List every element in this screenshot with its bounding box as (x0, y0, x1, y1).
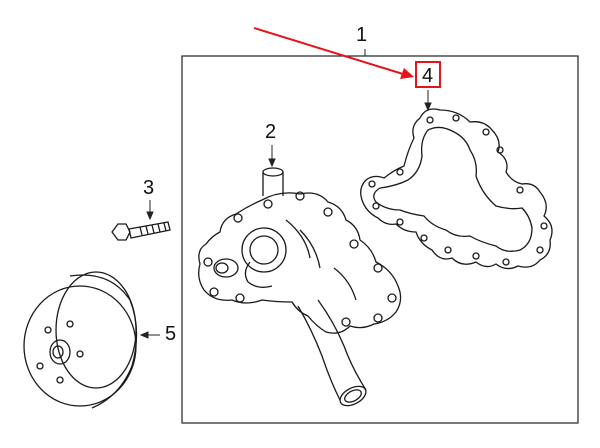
bolt-icon (111, 221, 171, 241)
callout-4: 4 (422, 65, 434, 87)
leader-2 (268, 145, 276, 168)
leader-3 (146, 200, 154, 221)
water-pump-icon (198, 167, 402, 407)
callout-4-highlight-box (415, 61, 441, 88)
callout-3: 3 (143, 177, 155, 199)
callout-2: 2 (265, 121, 277, 143)
highlight-arrow (253, 27, 414, 79)
pulley-icon (23, 271, 138, 409)
callout-5: 5 (165, 323, 177, 345)
leader-5 (139, 331, 160, 339)
gasket-icon (360, 108, 553, 270)
leader-4 (424, 90, 432, 112)
assembly-frame (181, 55, 579, 424)
callout-1: 1 (356, 24, 368, 46)
